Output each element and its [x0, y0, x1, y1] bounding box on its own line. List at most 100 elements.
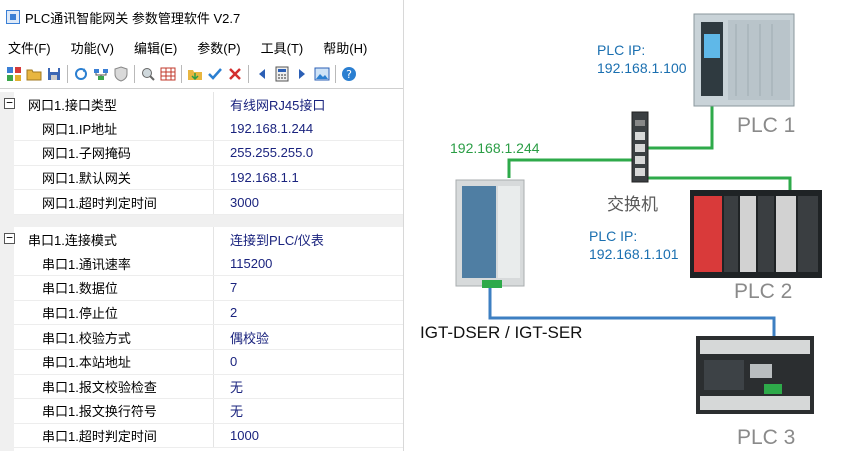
menu-params[interactable]: 参数(P): [197, 40, 241, 56]
menu-file[interactable]: 文件(F): [8, 40, 51, 56]
menu-tools[interactable]: 工具(T): [260, 40, 304, 56]
property-row[interactable]: 串口1.数据位 7: [14, 276, 403, 301]
property-value[interactable]: 7: [230, 280, 238, 296]
help-icon[interactable]: ?: [339, 64, 359, 84]
plc3-device: [696, 336, 814, 414]
next-icon[interactable]: [292, 64, 312, 84]
diagram-drawing: [455, 13, 822, 414]
property-row[interactable]: 串口1.校验方式 偶校验: [14, 325, 403, 350]
property-row[interactable]: 网口1.超时判定时间 3000: [14, 190, 403, 215]
property-name: 网口1.超时判定时间: [14, 190, 214, 214]
save-icon[interactable]: [44, 64, 64, 84]
property-row[interactable]: 串口1.报文校验检查 无: [14, 374, 403, 400]
toolbar-separator: [134, 65, 135, 83]
menu-function[interactable]: 功能(V): [70, 40, 114, 56]
property-value[interactable]: 0: [230, 354, 238, 370]
property-row[interactable]: 串口1.本站地址 0: [14, 349, 403, 375]
config-window: PLC通讯智能网关 参数管理软件 V2.7 文件(F) 功能(V) 编辑(E) …: [0, 0, 404, 451]
property-value[interactable]: 无: [230, 379, 244, 395]
import-icon[interactable]: [185, 64, 205, 84]
window-title: PLC通讯智能网关 参数管理软件 V2.7: [25, 10, 241, 26]
property-name: 串口1.通讯速率: [14, 251, 214, 276]
property-value[interactable]: 115200: [230, 255, 273, 271]
property-row[interactable]: 网口1.默认网关 192.168.1.1: [14, 165, 403, 191]
app-icon: [6, 10, 20, 24]
property-grid: − 网口1.接口类型 有线网RJ45接口 网口1.IP地址 192.168.1.…: [0, 92, 403, 449]
gateway-device: [455, 179, 525, 288]
property-value[interactable]: 255.255.255.0: [230, 145, 314, 161]
plc2-ip-label: PLC IP:: [589, 228, 638, 244]
network-icon[interactable]: [91, 64, 111, 84]
toolbar-separator: [181, 65, 182, 83]
property-value[interactable]: 无: [230, 404, 244, 420]
property-value[interactable]: 192.168.1.244: [230, 120, 314, 136]
property-name: 网口1.默认网关: [14, 165, 214, 190]
gateway-name: IGT-DSER / IGT-SER: [420, 323, 583, 342]
property-row[interactable]: 串口1.超时判定时间 1000: [14, 423, 403, 449]
menu-help[interactable]: 帮助(H): [323, 40, 368, 56]
property-row[interactable]: 串口1.停止位 2: [14, 300, 403, 326]
menu-edit[interactable]: 编辑(E): [133, 40, 178, 56]
property-name: 串口1.报文校验检查: [14, 374, 214, 399]
property-row[interactable]: 串口1.报文换行符号 无: [14, 399, 403, 424]
property-name: 串口1.数据位: [14, 276, 214, 300]
group-separator: [0, 214, 403, 227]
gateway-ip: 192.168.1.244: [450, 140, 540, 156]
property-value[interactable]: 有线网RJ45接口: [230, 97, 326, 113]
property-name: 网口1.IP地址: [14, 116, 214, 141]
switch-device: [631, 111, 649, 183]
plc3-name: PLC 3: [737, 426, 796, 449]
property-value[interactable]: 偶校验: [230, 330, 270, 346]
check-icon[interactable]: [205, 64, 225, 84]
serial-group-header[interactable]: − 串口1.连接模式 连接到PLC/仪表: [4, 226, 403, 252]
cable-switch-plc1: [644, 100, 714, 150]
property-name: 网口1.子网掩码: [14, 141, 214, 165]
svg-text:?: ?: [346, 68, 352, 81]
property-row[interactable]: 网口1.IP地址 192.168.1.244: [14, 116, 403, 142]
property-value[interactable]: 2: [230, 305, 238, 321]
network-diagram: PLC IP: 192.168.1.100 PLC 1 192.168.1.24…: [404, 0, 862, 451]
property-name: 串口1.连接模式: [14, 226, 214, 252]
toolbar-separator: [335, 65, 336, 83]
plc1-ip: 192.168.1.100: [597, 60, 687, 76]
property-name: 串口1.本站地址: [14, 349, 214, 374]
open-folder-icon[interactable]: [24, 64, 44, 84]
toolbar-separator: [67, 65, 68, 83]
cable-gateway-switch: [507, 158, 632, 178]
ethernet-group-header[interactable]: − 网口1.接口类型 有线网RJ45接口: [4, 92, 403, 117]
plc1-name: PLC 1: [737, 114, 796, 137]
plc1-ip-label: PLC IP:: [597, 42, 646, 58]
property-value[interactable]: 连接到PLC/仪表: [230, 232, 324, 248]
calculator-icon[interactable]: [272, 64, 292, 84]
property-name: 串口1.校验方式: [14, 325, 214, 349]
property-name: 串口1.超时判定时间: [14, 423, 214, 448]
title-bar: PLC通讯智能网关 参数管理软件 V2.7: [0, 0, 403, 34]
property-name: 串口1.报文换行符号: [14, 399, 214, 423]
collapse-icon[interactable]: −: [4, 97, 15, 109]
property-row[interactable]: 串口1.通讯速率 115200: [14, 251, 403, 277]
search-icon[interactable]: [138, 64, 158, 84]
prev-icon[interactable]: [252, 64, 272, 84]
menu-bar: 文件(F) 功能(V) 编辑(E) 参数(P) 工具(T) 帮助(H): [0, 34, 403, 60]
toolbar: ?: [0, 60, 403, 89]
shield-icon[interactable]: [111, 64, 131, 84]
plc1-device: [693, 13, 795, 107]
plc2-device: [690, 190, 822, 278]
toolbar-separator: [248, 65, 249, 83]
property-value[interactable]: 1000: [230, 428, 259, 444]
plc2-name: PLC 2: [734, 280, 793, 303]
new-icon[interactable]: [4, 64, 24, 84]
close-icon[interactable]: [225, 64, 245, 84]
property-grid-margin: [0, 92, 14, 451]
collapse-icon[interactable]: −: [4, 232, 15, 244]
property-value[interactable]: 3000: [230, 194, 259, 210]
property-name: 网口1.接口类型: [14, 92, 214, 117]
image-icon[interactable]: [312, 64, 332, 84]
grid-icon[interactable]: [158, 64, 178, 84]
property-row[interactable]: 网口1.子网掩码 255.255.255.0: [14, 141, 403, 166]
property-name: 串口1.停止位: [14, 300, 214, 325]
switch-name: 交换机: [607, 195, 658, 214]
plc2-ip: 192.168.1.101: [589, 246, 679, 262]
refresh-icon[interactable]: [71, 64, 91, 84]
property-value[interactable]: 192.168.1.1: [230, 170, 299, 186]
